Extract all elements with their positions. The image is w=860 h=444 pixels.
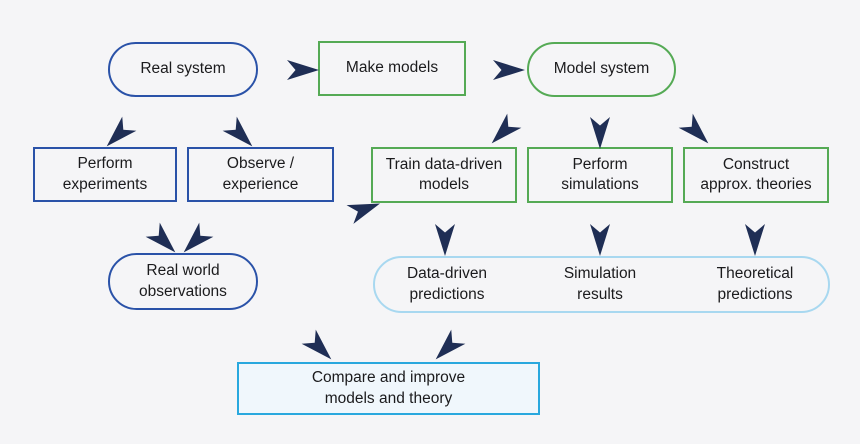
- arrow-observations-to-compare-icon: [301, 329, 332, 360]
- arrow-theories-to-theoretical-predictions-icon: [745, 224, 765, 256]
- arrow-train-models-to-data-driven-predictions-icon: [435, 224, 455, 256]
- node-real-system: Real system: [108, 42, 258, 97]
- node-theoretical-predictions-label: Theoretical predictions: [716, 265, 794, 303]
- node-real-system-label: Real system: [140, 60, 226, 78]
- arrow-experiments-to-observations-icon: [145, 222, 176, 253]
- node-data-driven-predictions-label: Data-driven predictions: [406, 265, 488, 303]
- node-train-data-driven-models-label: Train data-driven models: [385, 155, 503, 193]
- arrow-make-models-to-model-system-icon: [493, 60, 525, 80]
- node-compare-improve: Compare and improve models and theory: [237, 362, 540, 415]
- node-simulation-results: Simulation results: [535, 257, 665, 312]
- node-compare-improve-label: Compare and improve models and theory: [311, 369, 466, 407]
- node-perform-experiments-label: Perform experiments: [62, 155, 148, 193]
- arrow-model-system-to-perform-simulations-icon: [590, 117, 610, 149]
- node-real-world-observations: Real world observations: [108, 253, 258, 310]
- node-simulation-results-label: Simulation results: [563, 265, 637, 303]
- node-construct-approx-theories: Construct approx. theories: [683, 147, 829, 203]
- node-train-data-driven-models: Train data-driven models: [371, 147, 517, 203]
- node-model-system-label: Model system: [553, 60, 650, 78]
- node-model-system: Model system: [527, 42, 676, 97]
- arrow-model-system-to-train-models-icon: [491, 113, 522, 144]
- node-observe-experience: Observe / experience: [187, 147, 334, 202]
- arrow-model-system-to-construct-theories-icon: [678, 113, 709, 144]
- arrow-simulations-to-simulation-results-icon: [590, 224, 610, 256]
- arrow-real-system-to-make-models-icon: [287, 60, 319, 80]
- arrow-real-system-to-observe-experience-icon: [222, 116, 253, 147]
- arrow-experience-to-observations-icon: [183, 222, 214, 253]
- node-perform-experiments: Perform experiments: [33, 147, 177, 202]
- node-real-world-observations-label: Real world observations: [139, 262, 227, 300]
- arrow-predictions-to-compare-icon: [435, 329, 466, 360]
- predictions-container: [373, 256, 830, 313]
- node-construct-approx-theories-label: Construct approx. theories: [700, 155, 812, 193]
- node-make-models-label: Make models: [345, 59, 439, 77]
- node-perform-simulations-label: Perform simulations: [561, 155, 639, 193]
- arrow-observations-to-train-models-icon: [346, 203, 381, 224]
- node-perform-simulations: Perform simulations: [527, 147, 673, 203]
- node-data-driven-predictions: Data-driven predictions: [382, 257, 512, 312]
- node-theoretical-predictions: Theoretical predictions: [690, 257, 820, 312]
- node-make-models: Make models: [318, 41, 466, 96]
- arrow-real-system-to-perform-experiments-icon: [106, 116, 137, 147]
- node-observe-experience-label: Observe / experience: [222, 155, 299, 193]
